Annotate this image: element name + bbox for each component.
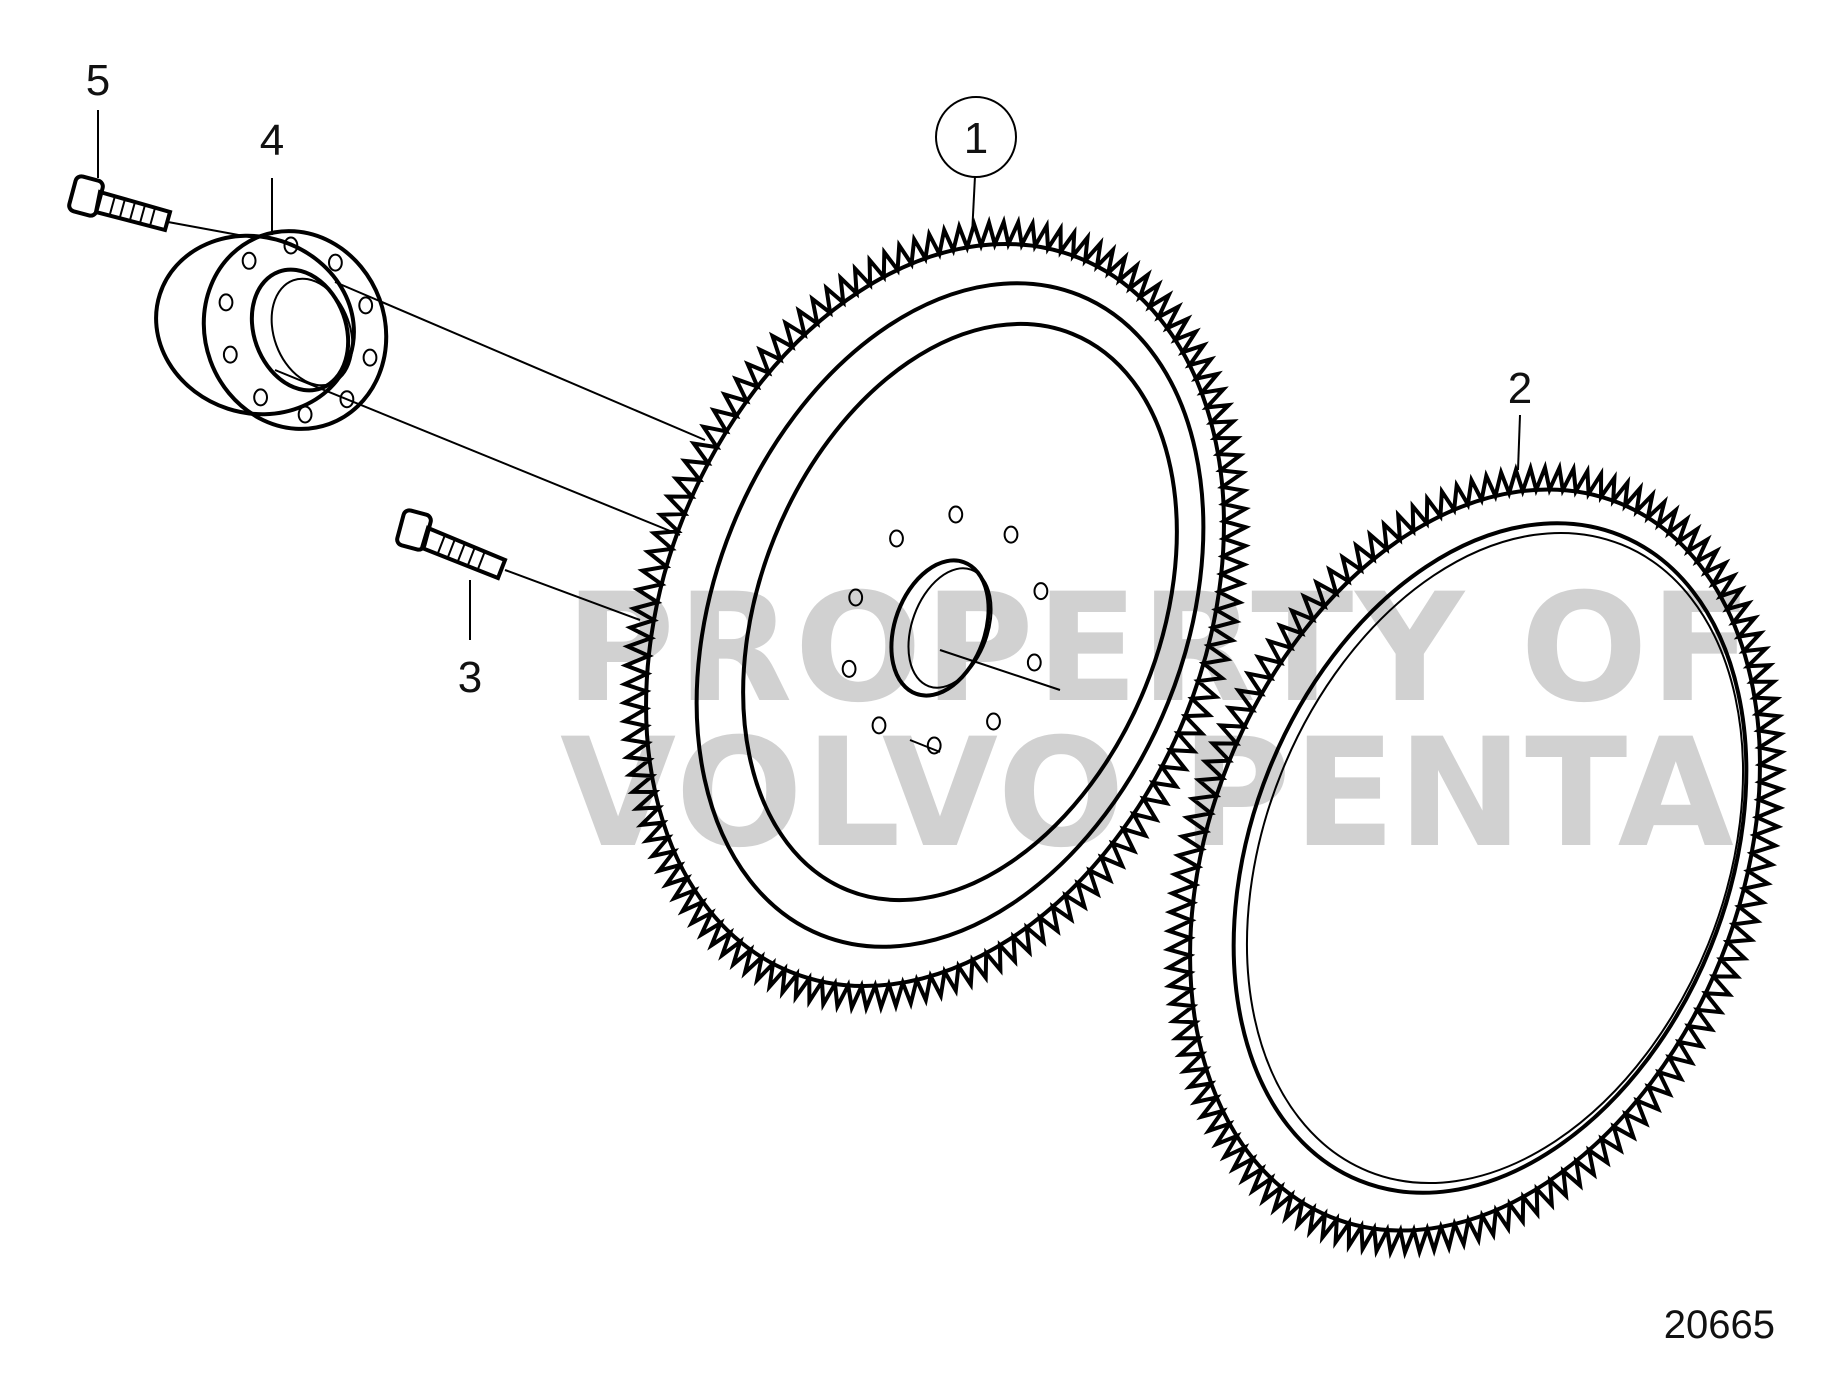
flywheel-rim-step [694,281,1206,949]
callout-5: 5 [86,56,110,105]
hub-bolt-hole [283,236,299,255]
ring-gear-teeth [1162,460,1788,1260]
hub-bolt-hole [358,296,374,315]
hub-bolt-hole [328,253,343,272]
flywheel-bore-inner [907,567,993,689]
flywheel-bolt-holes [841,505,1049,755]
hub-back-face [154,233,356,417]
callout-2: 2 [1508,364,1532,413]
bolt-3-shank [419,525,508,581]
flywheel [618,215,1252,1015]
hub-front-face [201,229,389,431]
ring-gear-chamfer [1245,531,1745,1185]
callout-1: 1 [964,114,988,163]
ring-gear-tooth-profile [1162,460,1788,1260]
flywheel-bolt-hole [986,712,1001,731]
flywheel-face [741,321,1179,903]
hub-bolt-hole [241,251,257,270]
hub-bolt-hole [297,405,313,424]
leader-hub-upper [334,281,706,441]
hub-center-bore [249,267,351,393]
hub-bolt-hole [218,293,234,312]
callouts: 1 2 3 4 5 [86,56,1532,702]
flywheel-bolt-hole [889,529,904,548]
leader-bolt3 [504,569,641,621]
flywheel-bolt-hole [848,588,864,607]
hub-bolt-holes [218,236,378,424]
hub-bore-inner [270,277,354,387]
hub-bolt-hole [222,345,238,364]
hub-bolt-hole [253,388,269,407]
flywheel-outer-rim [644,241,1226,989]
watermark: PROPERTY OF VOLVO PENTA [560,562,1752,881]
hub-bolt-hole [339,390,355,409]
bolt-5-shank [93,189,173,233]
flywheel-bolt-hole [841,659,857,678]
leader-hub-lower [274,369,681,536]
callout-1-circle [935,96,1017,178]
callout-3: 3 [458,653,482,702]
bolt-3-thread [437,534,486,570]
flywheel-ring-teeth [618,215,1252,1015]
figure-number: 20665 [1664,1303,1775,1347]
flywheel-bolt-hole [1003,525,1019,544]
callout-leaders [97,110,1521,640]
callout-2-leader [1517,414,1521,471]
flywheel-bolt-hole [1026,653,1042,672]
flywheel-center-bore [889,558,991,698]
ring-gear [1162,460,1788,1260]
hub-bolt-hole [362,348,378,367]
callout-4: 4 [260,116,284,165]
bolt-5 [67,174,173,233]
hub-adapter [154,229,389,431]
flywheel-bolt-hole [1033,582,1049,601]
ring-gear-inner [1231,521,1749,1195]
assembly-leader-lines [167,221,1061,753]
flywheel-bolt-hole [948,505,964,524]
flywheel-bolt-hole [871,716,887,735]
ring-gear-outer [1188,487,1762,1233]
flywheel-bolt-hole [926,736,942,755]
bolt-5-thread [109,195,156,227]
flywheel-tooth-profile [618,215,1252,1015]
leader-center-axis [939,649,1061,691]
callout-1-leader [971,175,976,236]
bolt-3 [395,508,508,581]
leader-small-hole [909,739,941,753]
